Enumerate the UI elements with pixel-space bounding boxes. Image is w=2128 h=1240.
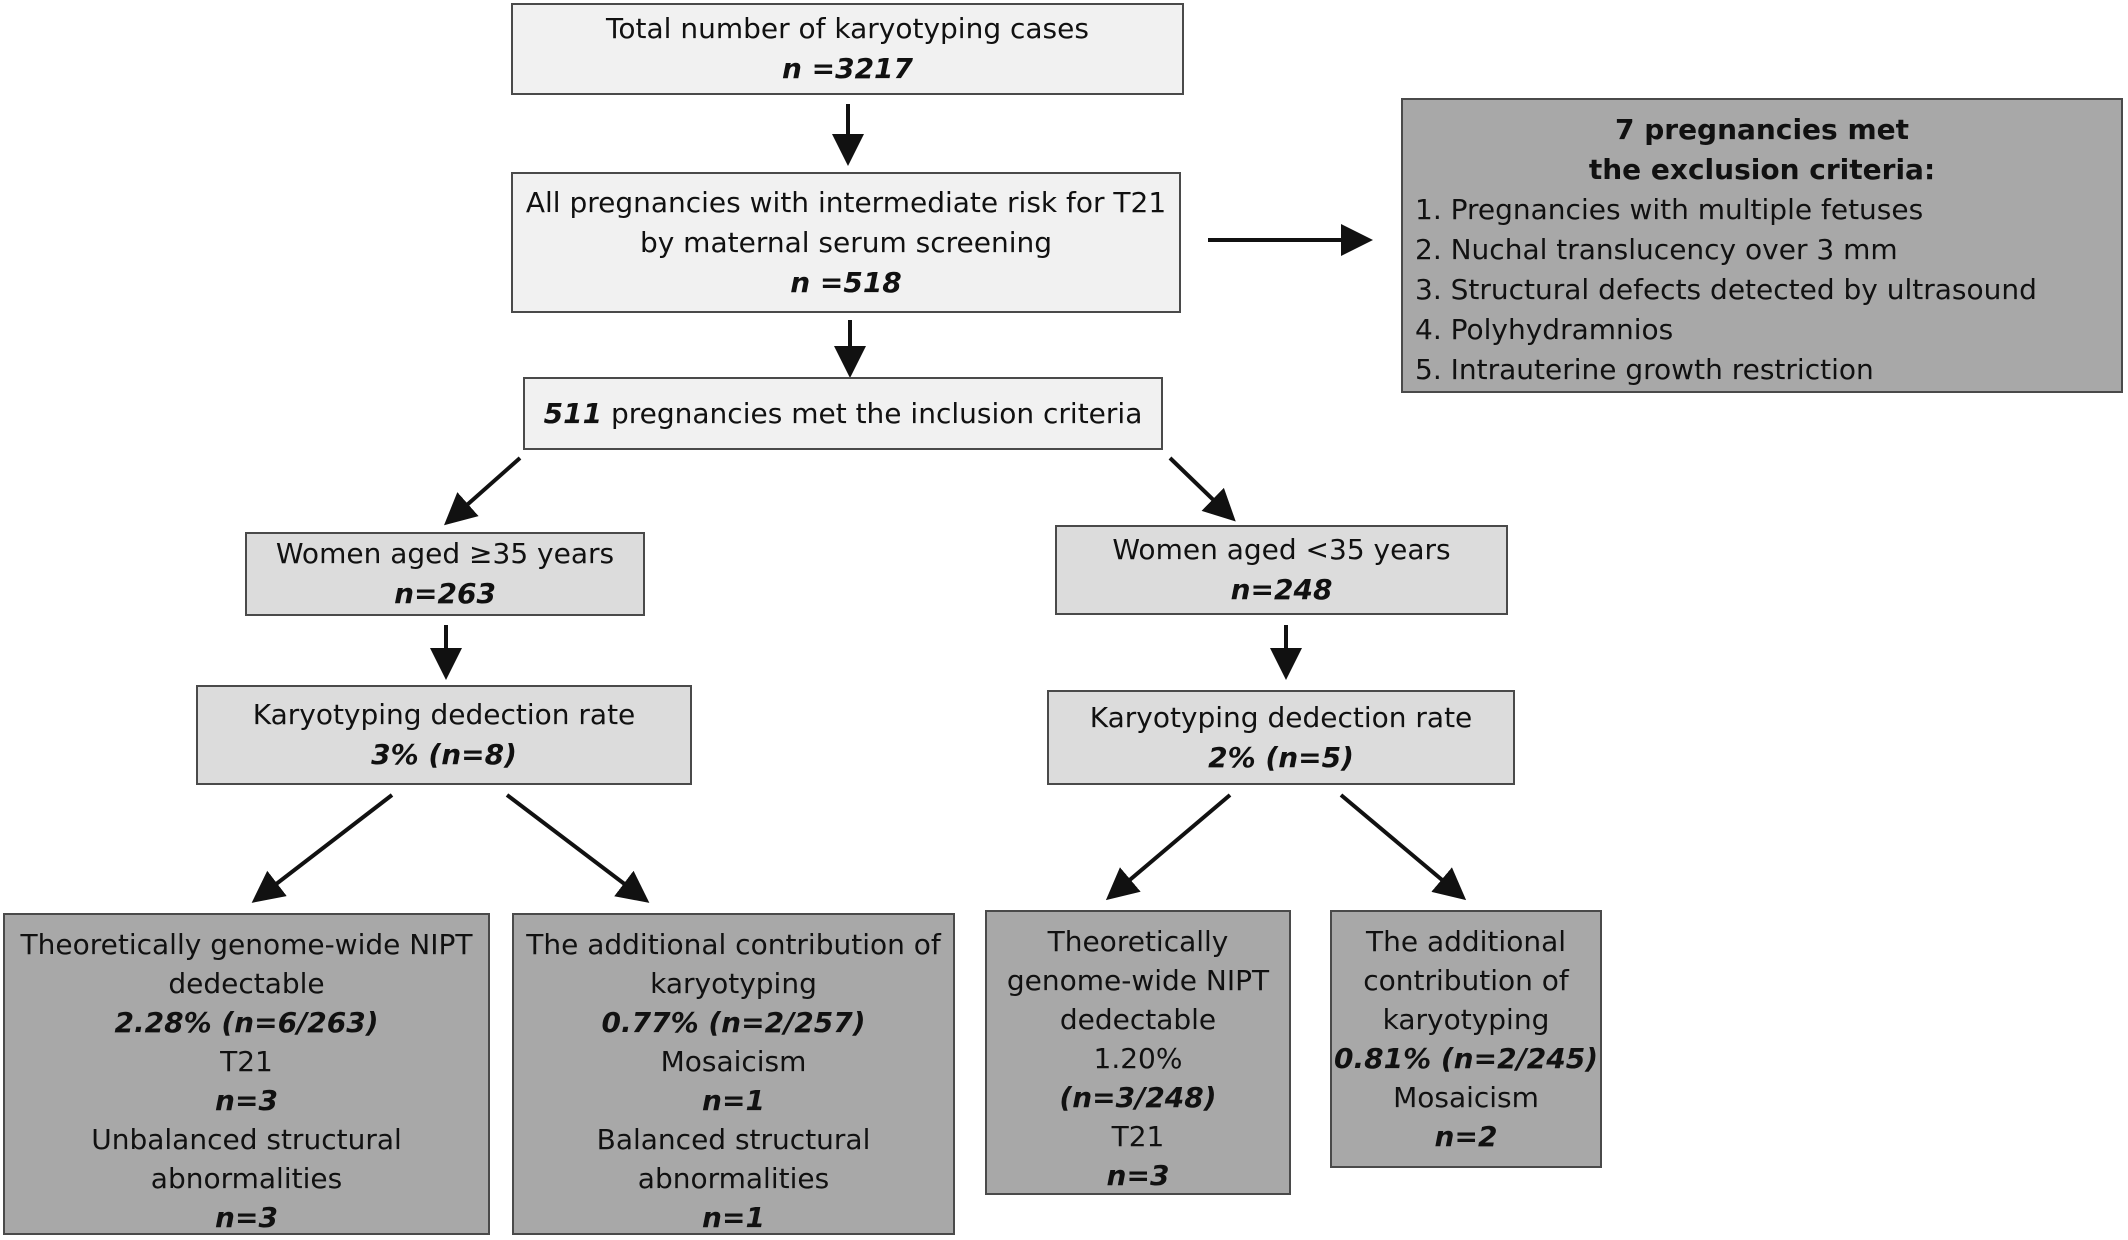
arrow-younger-rate-to-add <box>1339 793 1467 901</box>
intermediate-line2: by maternal serum screening <box>639 225 1053 259</box>
younger-nipt-fraction: (n=3/248) <box>1059 1081 1217 1114</box>
older-nipt-struct-n: n=3 <box>215 1201 278 1234</box>
younger-nipt-t21: T21 <box>1111 1120 1165 1153</box>
exclusion-item: 3. Structural defects detected by ultras… <box>1415 273 2037 306</box>
intermediate-line1: All pregnancies with intermediate risk f… <box>525 185 1167 219</box>
inclusion-label: pregnancies met the inclusion criteria <box>602 397 1143 430</box>
total-cases-n: n =3217 <box>781 52 914 85</box>
older-nipt-detectable-box: Theoretically genome-wide NIPT dedectabl… <box>3 913 490 1235</box>
younger-additional-karyotyping-box: The additional contribution of karyotypi… <box>1330 910 1602 1168</box>
younger-nipt-percent: 1.20% <box>1093 1042 1183 1075</box>
older-nipt-t21: T21 <box>220 1045 273 1078</box>
older-rate-value: 3% (n=8) <box>371 738 517 771</box>
exclusion-criteria-box: 7 pregnancies met the exclusion criteria… <box>1401 98 2123 393</box>
older-nipt-t21-n: n=3 <box>215 1084 278 1117</box>
exclusion-item: 4. Polyhydramnios <box>1415 313 1674 346</box>
younger-nipt-line2: genome-wide NIPT <box>1006 964 1270 997</box>
younger-rate-label: Karyotyping dedection rate <box>1089 700 1473 734</box>
arrow-older-rate-to-add <box>505 793 650 903</box>
inclusion-box: 511 pregnancies met the inclusion criter… <box>523 377 1163 450</box>
intermediate-n: n =518 <box>790 265 902 299</box>
younger-add-mosaicism-n: n=2 <box>1434 1120 1498 1153</box>
younger-detection-rate-box: Karyotyping dedection rate 2% (n=5) <box>1047 690 1515 785</box>
older-additional-karyotyping-box: The additional contribution of karyotypi… <box>512 913 955 1235</box>
younger-nipt-line3: dedectable <box>1059 1003 1217 1036</box>
exclusion-title-2: the exclusion criteria: <box>1588 153 1936 186</box>
younger-add-line2: contribution of <box>1363 964 1569 997</box>
younger-add-line3: karyotyping <box>1382 1003 1550 1036</box>
older-add-mosaicism-n: n=1 <box>702 1084 765 1117</box>
older-nipt-struct-1: Unbalanced structural <box>91 1123 402 1156</box>
younger-nipt-line1: Theoretically <box>1047 925 1229 958</box>
younger-women-n: n=248 <box>1230 573 1333 606</box>
older-add-line1: The additional contribution of <box>526 928 941 961</box>
exclusion-item: 2. Nuchal translucency over 3 mm <box>1415 233 1898 266</box>
older-add-mosaicism: Mosaicism <box>660 1045 807 1078</box>
older-nipt-line1: Theoretically genome-wide NIPT <box>20 928 473 961</box>
younger-nipt-detectable-box: Theoretically genome-wide NIPT dedectabl… <box>985 910 1291 1195</box>
older-add-struct-1: Balanced structural <box>596 1123 871 1156</box>
older-detection-rate-box: Karyotyping dedection rate 3% (n=8) <box>196 685 692 785</box>
intermediate-risk-box: All pregnancies with intermediate risk f… <box>511 172 1181 313</box>
older-add-struct-2: abnormalities <box>637 1162 830 1195</box>
total-cases-box: Total number of karyotyping cases n =321… <box>511 3 1184 95</box>
younger-add-mosaicism: Mosaicism <box>1393 1081 1539 1114</box>
exclusion-item: 1. Pregnancies with multiple fetuses <box>1415 193 1924 226</box>
older-nipt-line2: dedectable <box>168 967 325 1000</box>
younger-nipt-t21-n: n=3 <box>1106 1159 1170 1192</box>
older-rate-label: Karyotyping dedection rate <box>252 698 636 731</box>
younger-women-label: Women aged <35 years <box>1112 533 1451 566</box>
arrow-inclusion-to-younger <box>1168 456 1236 522</box>
younger-women-box: Women aged <35 years n=248 <box>1055 525 1508 615</box>
older-add-percent: 0.77% (n=2/257) <box>601 1006 866 1039</box>
younger-add-line1: The additional <box>1365 925 1567 958</box>
younger-add-percent: 0.81% (n=2/245) <box>1333 1042 1599 1075</box>
older-women-n: n=263 <box>394 577 496 610</box>
arrow-younger-rate-to-nipt <box>1105 793 1232 901</box>
inclusion-count: 511 <box>543 397 603 430</box>
older-add-struct-n: n=1 <box>702 1201 765 1234</box>
older-nipt-struct-2: abnormalities <box>150 1162 343 1195</box>
arrow-older-rate-to-nipt <box>251 793 394 903</box>
exclusion-title-1: 7 pregnancies met <box>1614 113 1910 146</box>
younger-rate-value: 2% (n=5) <box>1208 740 1354 774</box>
older-add-line2: karyotyping <box>650 967 817 1000</box>
older-women-box: Women aged ≥35 years n=263 <box>245 532 645 616</box>
older-women-label: Women aged ≥35 years <box>275 537 615 570</box>
arrow-inclusion-to-older <box>444 456 522 526</box>
older-nipt-percent: 2.28% (n=6/263) <box>114 1006 379 1039</box>
total-cases-label: Total number of karyotyping cases <box>606 12 1089 45</box>
exclusion-item: 5. Intrauterine growth restriction <box>1415 353 1874 386</box>
